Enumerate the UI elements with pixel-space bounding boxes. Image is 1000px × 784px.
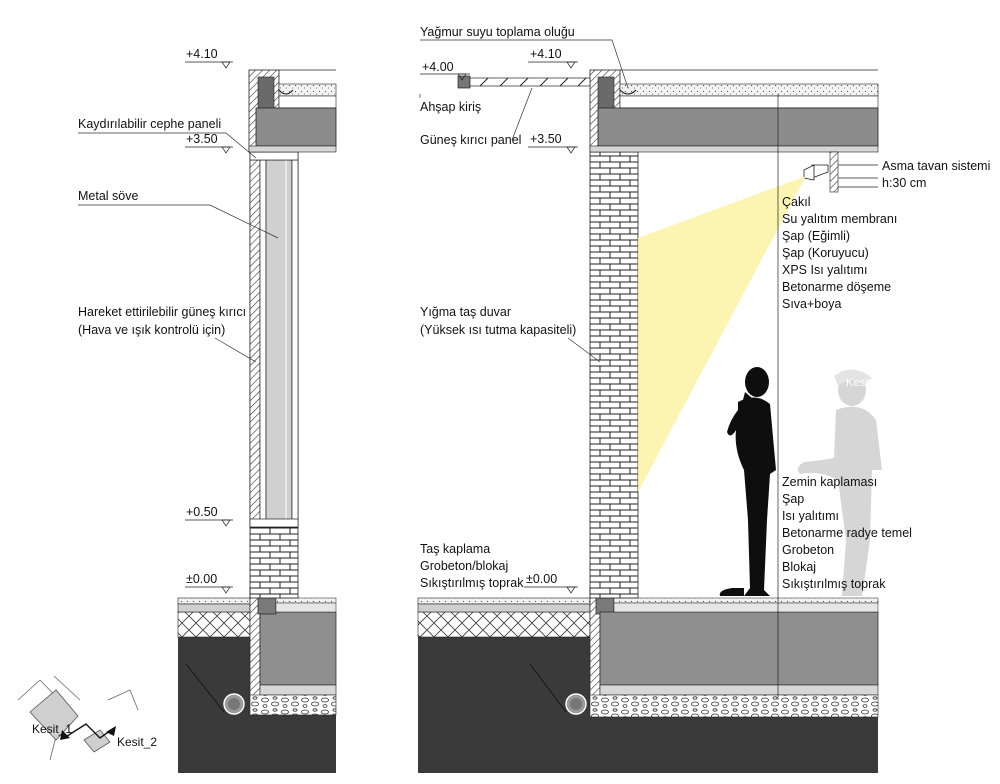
svg-text:Çakıl: Çakıl: [782, 195, 810, 209]
svg-text:+3.50: +3.50: [186, 132, 218, 146]
svg-text:Grobeton: Grobeton: [782, 543, 834, 557]
svg-text:±0.00: ±0.00: [526, 572, 557, 586]
label-cut-1: Kesit_1: [32, 722, 72, 736]
label-sun-breaker: Güneş kırıcı panel: [420, 133, 521, 147]
ground-layers-list: Taş kaplama Grobeton/blokaj Sıkıştırılmı…: [420, 542, 524, 590]
level-marker-0-50: +0.50: [185, 505, 233, 527]
person-silhouette: [719, 367, 776, 596]
svg-text:+0.50: +0.50: [186, 505, 218, 519]
label-shading-2: (Hava ve ışık kontrolü için): [78, 323, 225, 337]
label-ceiling-1: Asma tavan sistemi: [882, 159, 990, 173]
light-beam: [638, 176, 806, 492]
label-timber-beam: Ahşap kiriş: [420, 100, 481, 114]
svg-text:Zemin kaplaması: Zemin kaplaması: [782, 475, 877, 489]
floor-layers-list: Zemin kaplaması Şap Isı yalıtımı Betonar…: [782, 475, 912, 591]
label-rain-gutter: Yağmur suyu toplama oluğu: [420, 25, 575, 39]
level-marker-3-50-right: +3.50: [528, 132, 578, 154]
svg-text:+3.50: +3.50: [530, 132, 562, 146]
label-sliding-panel: Kaydırılabilir cephe paneli: [78, 117, 221, 131]
svg-text:+4.10: +4.10: [186, 47, 218, 61]
svg-text:Grobeton/blokaj: Grobeton/blokaj: [420, 559, 508, 573]
key-plan: Kesit_1 Kesit_2: [17, 675, 157, 761]
level-marker-0-00-right: ±0.00: [524, 572, 578, 594]
label-masonry-2: (Yüksek ısı tutma kapasiteli): [420, 323, 576, 337]
label-ceiling-2: h:30 cm: [882, 176, 926, 190]
svg-text:Taş kaplama: Taş kaplama: [420, 542, 490, 556]
label-metal-frame: Metal söve: [78, 189, 138, 203]
svg-text:+4.00: +4.00: [422, 60, 454, 74]
svg-text:Betonarme radye temel: Betonarme radye temel: [782, 526, 912, 540]
level-marker-4-00: +4.00: [420, 60, 470, 81]
svg-text:±0.00: ±0.00: [186, 572, 217, 586]
level-marker-0-00: ±0.00: [185, 572, 233, 594]
left-section: +4.10 +3.50 +0.50 ±0.00 Kaydırılabilir c…: [78, 47, 337, 773]
svg-text:Isı yalıtımı: Isı yalıtımı: [782, 509, 839, 523]
svg-text:Şap (Eğimli): Şap (Eğimli): [782, 229, 850, 243]
svg-text:Blokaj: Blokaj: [782, 560, 816, 574]
roof-layers-list: Çakıl Su yalıtım membranı Şap (Eğimli) Ş…: [782, 195, 897, 311]
ghost-person: [797, 369, 882, 596]
level-marker-3-50: +3.50: [185, 132, 233, 154]
right-section: +4.10 +4.00 +3.50 ±0.00 Yağmur suyu topl…: [417, 25, 990, 773]
svg-text:+4.10: +4.10: [530, 47, 562, 61]
ghost-caption: Kesit: [846, 377, 870, 389]
svg-text:Su yalıtım membranı: Su yalıtım membranı: [782, 212, 897, 226]
svg-text:Sıva+boya: Sıva+boya: [782, 297, 841, 311]
label-masonry-1: Yığma taş duvar: [420, 305, 511, 319]
level-marker-4-10: +4.10: [185, 47, 233, 69]
label-cut-2: Kesit_2: [117, 735, 157, 749]
label-shading-1: Hareket ettirilebilir güneş kırıcı: [78, 305, 246, 319]
svg-text:Sıkıştırılmış toprak: Sıkıştırılmış toprak: [420, 576, 524, 590]
svg-text:Şap (Koruyucu): Şap (Koruyucu): [782, 246, 869, 260]
level-marker-4-10-right: +4.10: [528, 47, 578, 69]
svg-text:Sıkıştırılmış toprak: Sıkıştırılmış toprak: [782, 577, 886, 591]
svg-text:Şap: Şap: [782, 492, 804, 506]
svg-text:Betonarme döşeme: Betonarme döşeme: [782, 280, 891, 294]
svg-text:XPS Isı yalıtımı: XPS Isı yalıtımı: [782, 263, 867, 277]
